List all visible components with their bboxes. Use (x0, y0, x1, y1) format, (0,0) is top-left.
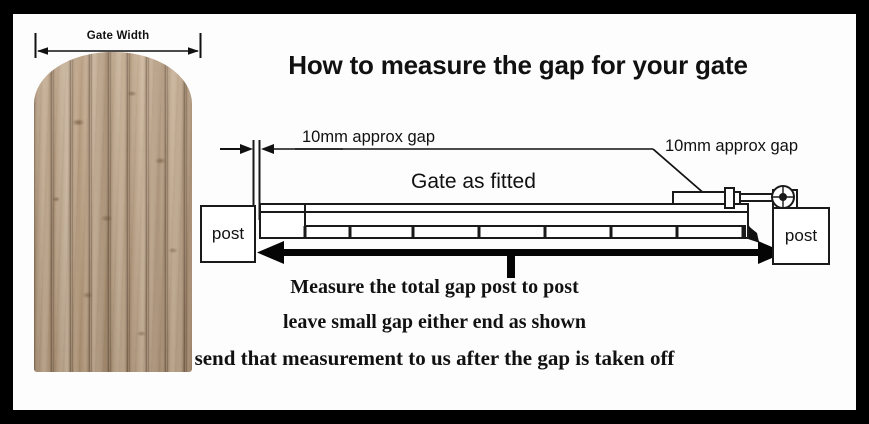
right-gap-label: 10mm approx gap (665, 137, 798, 155)
gate-width-label: Gate Width (86, 30, 150, 42)
gate-as-fitted-label: Gate as fitted (411, 170, 536, 193)
caption-line-1: Measure the total gap post to post (290, 276, 579, 298)
gate-width-arrow-icon (34, 33, 202, 58)
hinge-assembly-icon (672, 185, 798, 217)
right-post-box: post (772, 207, 830, 265)
left-post-box: post (200, 205, 256, 263)
total-gap-measure-arrow-icon (257, 241, 785, 278)
caption-line-3: send that measurement to us after the ga… (194, 346, 675, 370)
caption-line-2: leave small gap either end as shown (283, 311, 586, 333)
left-post-label: post (211, 224, 245, 243)
left-gap-label: 10mm approx gap (302, 128, 435, 146)
left-gap-arrows-icon (220, 144, 343, 154)
page-title: How to measure the gap for your gate (288, 50, 748, 80)
diagram-linework (220, 140, 798, 278)
gate-installation-diagram: 10mm approx gap 10mm approx gap Gate as … (13, 14, 856, 410)
gate-width-dimension: Gate Width (33, 30, 203, 60)
right-post-label: post (784, 226, 818, 245)
poster-canvas: Gate Width How to measure the gap for yo… (13, 14, 856, 410)
gate-body (259, 203, 749, 239)
